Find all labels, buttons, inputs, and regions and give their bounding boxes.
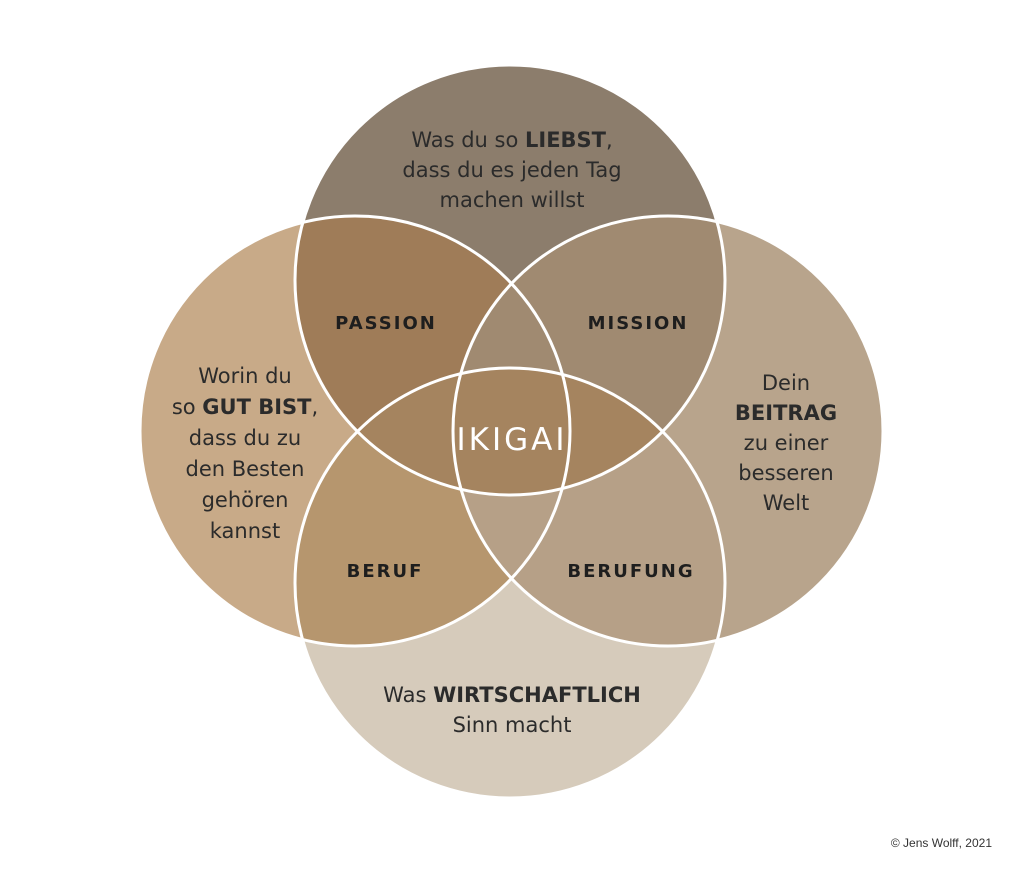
plain-text: den Besten [186,457,305,481]
plain-text: Was [383,683,433,707]
outline-bottom-circle [293,366,727,800]
emphasis-text: BEITRAG [735,401,837,425]
label-berufung: BERUFUNG [567,561,694,582]
outline-top-circle [293,63,727,497]
label-beruf: BERUF [347,561,424,582]
plain-text: zu einer [744,431,829,455]
copyright-note: © Jens Wolff, 2021 [890,836,992,850]
emphasis-text: GUT BIST [202,395,312,419]
text-wirtschaftlich: Was WIRTSCHAFTLICH Sinn macht [383,683,641,737]
text-line: so GUT BIST, [172,395,318,419]
text-line: kannst [210,519,280,543]
text-line: Was WIRTSCHAFTLICH [383,683,641,707]
plain-text: so [172,395,202,419]
plain-text: Dein [762,371,810,395]
text-line: dass du es jeden Tag [402,158,621,182]
text-line: Dein [762,371,810,395]
text-line: besseren [738,461,833,485]
text-line: Sinn macht [453,713,572,737]
text-line: gehören [202,488,289,512]
plain-text: Was du so [411,128,525,152]
plain-text: dass du zu [189,426,301,450]
text-line: Welt [763,491,810,515]
label-passion: PASSION [335,313,437,334]
text-line: zu einer [744,431,829,455]
plain-text: , [606,128,613,152]
emphasis-text: WIRTSCHAFTLICH [433,683,641,707]
plain-text: machen willst [440,188,585,212]
plain-text: gehören [202,488,289,512]
text-line: Worin du [198,364,291,388]
text-line: dass du zu [189,426,301,450]
text-line: machen willst [440,188,585,212]
plain-text: Welt [763,491,810,515]
plain-text: Worin du [198,364,291,388]
outline-left-circle [138,214,572,648]
plain-text: kannst [210,519,280,543]
text-line: Was du so LIEBST, [411,128,612,152]
plain-text: besseren [738,461,833,485]
text-liebst: Was du so LIEBST, dass du es jeden Tag mac… [402,128,621,212]
text-gut-bist: Worin du so GUT BIST, dass du zu den Besten… [172,364,318,543]
plain-text: , [311,395,318,419]
label-mission: MISSION [588,313,689,334]
emphasis-text: LIEBST [525,128,607,152]
text-line: den Besten [186,457,305,481]
plain-text: dass du es jeden Tag [402,158,621,182]
text-line: BEITRAG [735,401,837,425]
label-ikigai: IKIGAI [457,422,568,458]
plain-text: Sinn macht [453,713,572,737]
outline-right-circle [451,214,885,648]
